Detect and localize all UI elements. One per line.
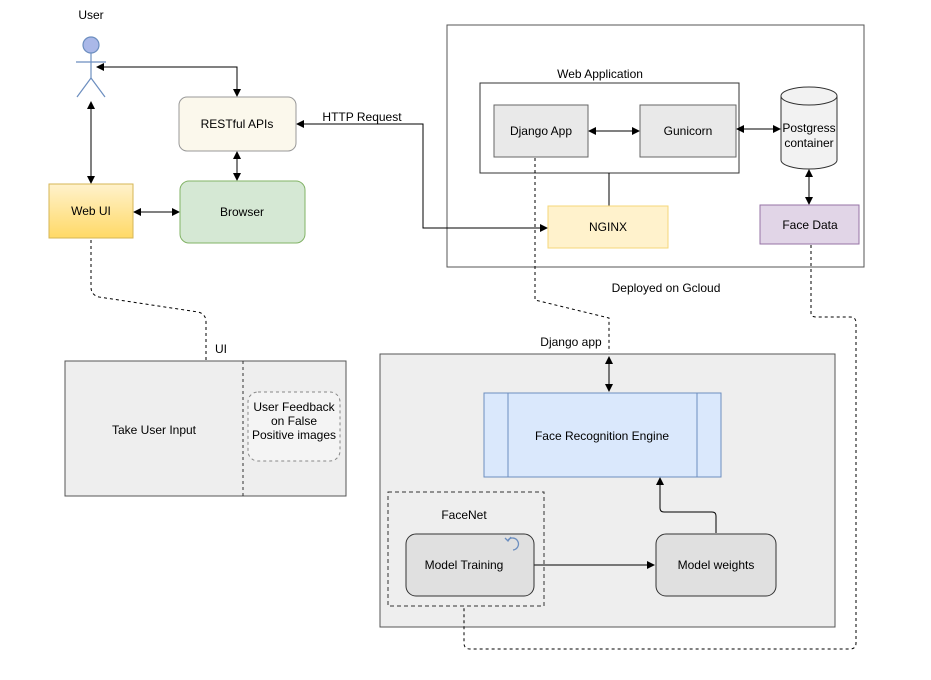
- django-app-label: Django App: [510, 124, 572, 138]
- ui-group-label: UI: [215, 342, 227, 356]
- edge-django-to-engine-dashed: [534, 158, 610, 352]
- facenet-group: [387, 491, 545, 607]
- nginx-node[interactable]: [547, 205, 669, 249]
- user-actor-icon: [76, 36, 106, 98]
- user-actor-label: User: [78, 8, 103, 22]
- nginx-label: NGINX: [589, 220, 627, 234]
- restful-apis-node[interactable]: [178, 96, 297, 152]
- user-feedback-line1: User Feedback: [253, 400, 335, 414]
- take-user-input-label: Take User Input: [112, 423, 197, 437]
- web-ui-label: Web UI: [71, 204, 111, 218]
- web-ui-node[interactable]: [48, 183, 134, 239]
- edge-weights-engine: [656, 477, 717, 533]
- web-application-group-label: Web Application: [557, 67, 643, 81]
- face-recognition-engine-label: Face Recognition Engine: [535, 429, 669, 443]
- django-app-group-label: Django app: [540, 335, 602, 349]
- edge-facedata-to-facenet-dashed: [463, 245, 857, 650]
- face-recognition-engine-node[interactable]: [483, 392, 722, 478]
- gunicorn-label: Gunicorn: [664, 124, 713, 138]
- user-feedback-line3: Positive images: [252, 428, 336, 442]
- restful-apis-label: RESTful APIs: [201, 117, 274, 131]
- deployed-on-gcloud-label: Deployed on Gcloud: [612, 281, 721, 295]
- postgres-label-line1: Postgress: [782, 121, 835, 135]
- user-feedback-node[interactable]: [247, 391, 341, 462]
- refresh-icon: [504, 536, 520, 551]
- edge-http-request: [296, 120, 548, 232]
- edge-webui-to-ui-dashed: [90, 240, 207, 361]
- django-app-node[interactable]: [493, 104, 589, 158]
- browser-label: Browser: [220, 205, 264, 219]
- model-training-node[interactable]: [405, 533, 535, 597]
- user-feedback-line2: on False: [271, 414, 317, 428]
- gunicorn-node[interactable]: [639, 104, 737, 158]
- model-training-label: Model Training: [425, 558, 504, 572]
- postgres-container-node[interactable]: [780, 86, 838, 170]
- facenet-label: FaceNet: [441, 508, 487, 522]
- edge-http-request-label: HTTP Request: [322, 110, 402, 124]
- model-weights-label: Model weights: [678, 558, 755, 572]
- browser-node[interactable]: [179, 180, 306, 244]
- model-weights-node[interactable]: [655, 533, 777, 597]
- edge-user-restful: [96, 63, 241, 97]
- face-data-label: Face Data: [782, 218, 838, 232]
- face-data-node[interactable]: [759, 204, 860, 245]
- postgres-label-line2: container: [784, 136, 833, 150]
